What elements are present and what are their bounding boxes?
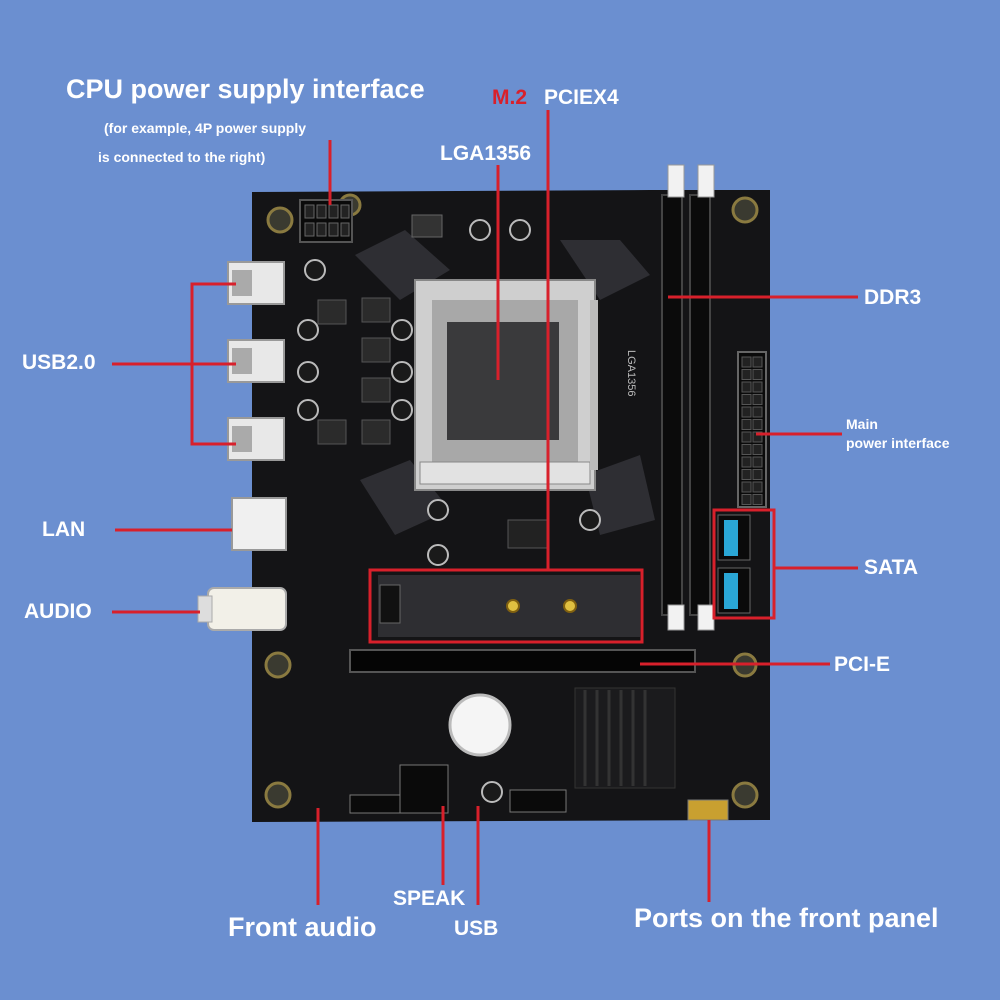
lan-label: LAN <box>42 518 86 541</box>
atx-pin <box>741 406 752 418</box>
atx-pin <box>752 481 763 493</box>
m2-highlight-box <box>368 568 644 644</box>
atx-pin <box>752 419 763 430</box>
audio-jack <box>197 587 287 631</box>
atx-pin <box>752 394 763 405</box>
atx-pin <box>752 381 763 393</box>
front-headers <box>349 764 729 821</box>
main-power-label: Main <box>846 416 878 432</box>
socket-silkscreen: LGA1356 <box>625 350 637 396</box>
speak-label: SPEAK <box>393 887 466 910</box>
mount-hole <box>731 781 759 809</box>
cpu-power-note-label: (for example, 4P power supply <box>104 120 307 136</box>
sata-highlight-box <box>712 508 776 620</box>
atx-pin <box>752 369 763 380</box>
pciex4-label: PCIEX4 <box>544 86 619 109</box>
vrm-components <box>297 214 601 566</box>
atx-pin <box>741 431 752 443</box>
atx-pin <box>741 381 752 393</box>
cpu-power-note-label-2: is connected to the right) <box>98 149 266 165</box>
pcie-label: PCI-E <box>834 653 891 676</box>
mount-hole <box>266 206 294 234</box>
atx-pin <box>752 456 763 468</box>
m2-slot <box>378 575 640 637</box>
mount-hole <box>264 781 292 809</box>
rear-usb-ports <box>227 261 285 461</box>
vrm-pads <box>355 230 655 535</box>
atx-pin <box>752 356 763 368</box>
atx-pin <box>752 444 763 455</box>
ddr3-label: DDR3 <box>864 286 922 309</box>
atx-pin <box>741 481 752 493</box>
atx-pin <box>752 469 763 480</box>
chipset-heatsink <box>574 687 676 789</box>
atx-pin <box>741 419 752 430</box>
usb2-label: USB2.0 <box>22 351 96 374</box>
front-panel-label: Ports on the front panel <box>634 903 939 933</box>
main-power-label-2: power interface <box>846 435 950 451</box>
atx-pin <box>741 356 752 368</box>
m2-label: M.2 <box>492 86 528 109</box>
sata-ports <box>717 514 751 614</box>
pcie-slot <box>349 649 696 673</box>
cmos-battery <box>448 693 512 757</box>
ddr3-slots <box>661 164 715 631</box>
lga1356-label: LGA1356 <box>440 142 532 165</box>
cpu-socket <box>414 279 598 491</box>
atx-pin <box>741 394 752 405</box>
mount-hole <box>731 196 759 224</box>
lan-port <box>231 497 287 551</box>
atx-pin <box>741 494 752 505</box>
atx-pin <box>741 444 752 455</box>
audio-label: AUDIO <box>24 600 92 623</box>
atx-pin <box>752 406 763 418</box>
atx-pin <box>752 431 763 443</box>
atx-pin <box>741 469 752 480</box>
front-audio-label: Front audio <box>228 912 377 942</box>
callout-lines <box>112 110 858 905</box>
atx-pin <box>741 369 752 380</box>
atx-pin <box>741 456 752 468</box>
mount-hole <box>264 651 292 679</box>
usb-label: USB <box>454 917 499 940</box>
sata-label: SATA <box>864 556 919 579</box>
atx-pin <box>752 494 763 505</box>
cpu-power-title-label: CPU power supply interface <box>66 74 425 104</box>
